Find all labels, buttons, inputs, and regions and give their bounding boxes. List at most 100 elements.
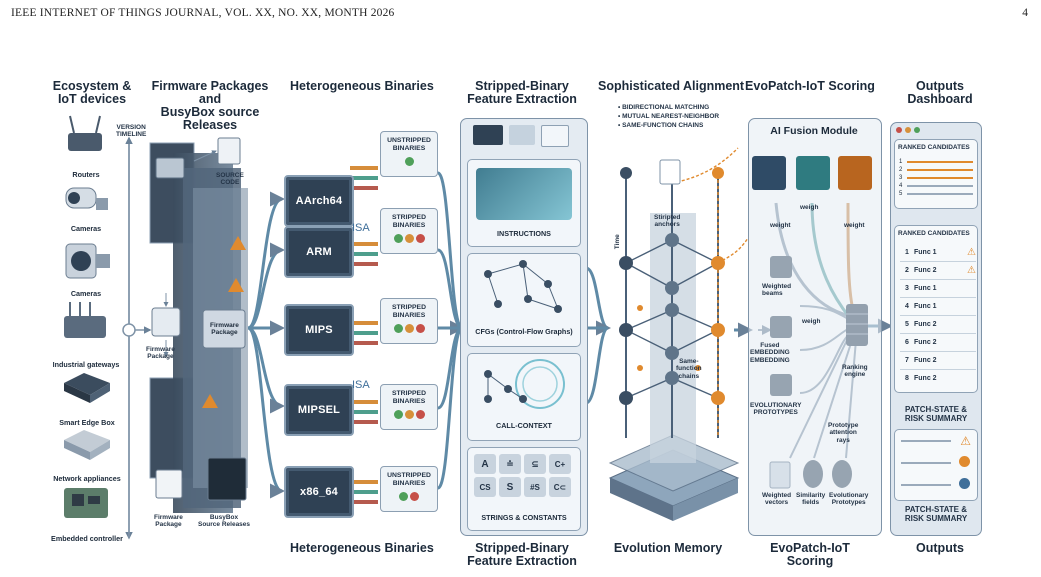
graph-icon [509,125,535,145]
warning-icon: ⚠ [967,265,976,276]
extraction-panel: INSTRUCTIONS CFGs (Control-Flow Graphs) … [460,118,588,536]
warning-icon: ⚠ [967,247,976,258]
binary-state-label: STRIPPED BINARIES [392,214,426,229]
monitor-icon [473,125,503,145]
heading-alignment: Sophisticated Alignment [598,79,745,93]
rank-bar [907,185,973,187]
instructions-wave [476,168,572,220]
rank-function: Func 2 [914,375,937,382]
isa-label: ISA [352,379,370,391]
patch-summary-title: PATCH-STATE & RISK SUMMARY [904,505,968,524]
rank-bar [907,161,973,163]
status-dots [381,233,437,243]
tile: A [474,454,496,474]
footer-extraction: Stripped-Binary Feature Extraction [467,541,577,569]
check-icon [959,478,970,489]
rank-function: Func 2 [914,321,937,328]
ranked-list-title: RANKED CANDIDATES [898,230,970,237]
check-icon [393,409,403,419]
fused-label: Fused EMBEDDING EMBEDDING [750,342,790,364]
heading-extraction: Stripped-Binary Feature Extraction [467,79,577,107]
chip-label: x86_64 [300,486,338,498]
anchors-label: Stiripted anchors [654,214,681,229]
ranked-summary-title: RANKED CANDIDATES [898,144,970,151]
chip-x86-64: x86_64 [284,466,354,518]
check-icon [399,491,408,501]
beams-label: Weighted beams [762,283,792,298]
bar-chart-icon [541,125,569,147]
rank-number: 8 [905,375,909,382]
device-label-routers: Routers [72,170,100,179]
tile: C⊂ [549,477,571,497]
tile: C+ [549,454,571,474]
alignment-graph [608,147,749,521]
align-flows [585,266,611,405]
firmware-package-label: Firmware Package [146,346,175,361]
close-dot-icon [896,127,902,133]
binary-state-label: UNSTRIPPED BINARIES [387,472,431,487]
chip-label: MIPS [305,324,333,336]
rank-number: 6 [905,339,909,346]
binary-box: STRIPPED BINARIES [380,208,438,254]
patch-summary-title: PATCH-STATE & RISK SUMMARY [904,405,968,424]
footer-outputs: Outputs [916,541,964,555]
summary-line [901,440,951,442]
chip-label: ARM [306,246,332,258]
rank-bar [907,177,973,179]
ranking-label: Ranking engine [842,364,868,379]
warning-icon: ⚠ [960,434,971,448]
device-label-cameras: Cameras [70,224,102,233]
binary-flows [247,191,285,499]
chip-mips: MIPS [284,304,354,356]
status-dots [381,491,437,501]
rank-function: Func 2 [914,357,937,364]
call-context-label: CALL-CONTEXT [496,421,552,430]
alert-icon [959,456,970,467]
cfg-graph-icon [484,260,562,313]
firmware-package-label: Firmware Package [210,322,239,337]
firmware-stack [149,137,248,513]
rank-function: Func 2 [914,339,937,346]
similarity-fields-label: Similarity fields [796,492,826,507]
minimize-dot-icon [905,127,911,133]
strings-label: STRINGS & CONSTANTS [481,513,567,522]
status-dots [381,409,437,419]
rank-line: 1 [899,158,973,166]
window-dots [896,127,920,133]
tile: ⊆ [524,454,546,474]
rank-bar [907,169,973,171]
summary-line [901,484,951,486]
tile: CS [474,477,496,497]
heading-ecosystem: Ecosystem & IoT devices [52,79,132,107]
binary-box: UNSTRIPPED BINARIES [380,131,438,177]
rank-line: 4 [899,182,973,190]
weighted-vectors-label: Weighted vectors [762,492,792,507]
maximize-dot-icon [914,127,920,133]
status-dots [381,323,437,333]
patch-summary-card: ⚠ [894,429,978,501]
info-icon [410,491,419,501]
rank-number: 2 [905,267,909,274]
rank-num: 4 [899,183,903,189]
ranked-summary-card: RANKED CANDIDATES 1 2 3 4 5 [894,139,978,209]
rank-line: 2 [899,166,973,174]
rank-num: 2 [899,167,903,173]
string-tiles: A ≐ ⊆ C+ CS S #S C⊂ [474,454,574,497]
binary-state-label: STRIPPED BINARIES [392,304,426,319]
device-label-network-appliances: Network appliances [53,474,121,483]
alignment-bullet: • SAME-FUNCTION CHAINS [618,122,704,129]
footer-memory: Evolution Memory [613,541,723,555]
rank-number: 4 [905,303,909,310]
heading-firmware: Firmware Packages and BusyBox source Rel… [151,79,269,133]
status-dots [381,156,437,166]
strings-card: A ≐ ⊆ C+ CS S #S C⊂ STRINGS & CONSTANTS [467,447,581,531]
rank-function: Func 1 [914,285,937,292]
chip-arrows [350,166,378,504]
weight-label: weigh [800,204,819,211]
binary-box: STRIPPED BINARIES [380,298,438,344]
binary-state-label: STRIPPED BINARIES [392,390,426,405]
